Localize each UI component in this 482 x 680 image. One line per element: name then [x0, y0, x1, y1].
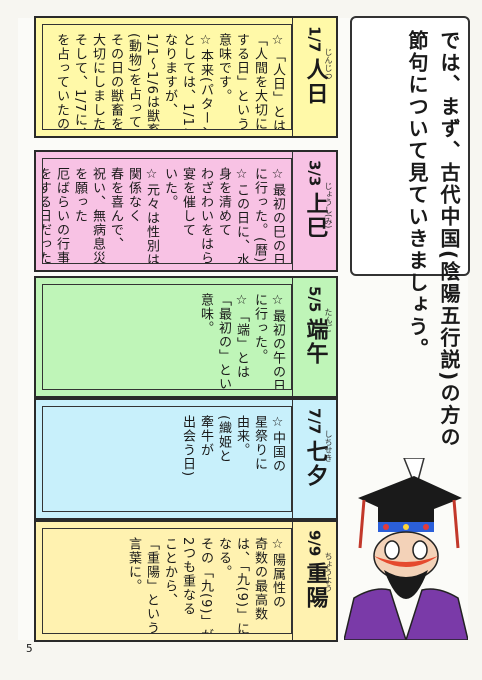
panel-reading: ちょうよう: [324, 552, 333, 592]
panel-reading: じんじつ: [324, 48, 333, 80]
panel-text: ☆「人日」とは 「人間を大切に する日」という 意味です。 ☆本来(パターン的)…: [42, 24, 292, 130]
narration-line: では、まず、古代中国(陰陽五行説)の方の: [437, 30, 461, 449]
text-line: 宴を催して: [180, 167, 195, 237]
text-line: に行った。: [252, 293, 267, 363]
panel-date: 3/3: [305, 160, 324, 187]
panel-chouyou: 9/9 重陽 ちょうよう ☆陽属性の 奇数の最高数 は、「九(9)」に なる。 …: [34, 520, 338, 642]
text-line: は、「九(9)」に: [234, 537, 249, 634]
face: [373, 531, 439, 581]
eye: [384, 540, 400, 560]
panel-date: 7/7: [305, 408, 324, 435]
hat-jewel: [383, 524, 389, 530]
hat-tassel: [358, 499, 366, 549]
narration-bubble: では、まず、古代中国(陰陽五行説)の方の 節句について見ていきましょう。: [350, 16, 470, 449]
panel-date: 1/7: [305, 26, 324, 53]
text-line: ことから、: [162, 537, 177, 607]
panel-header: 1/7 人日 じんじつ: [292, 18, 336, 136]
text-line: をする日だった。: [42, 167, 51, 264]
text-line: 関係なく: [126, 167, 141, 223]
panel-text: ☆中国の 星祭りに 由来。 (織姫と 牽牛が 出会う日): [42, 406, 292, 512]
text-line: いた。: [162, 167, 177, 209]
text-line: 意味。: [198, 293, 213, 335]
panel-header: 5/5 端午 たんご: [292, 278, 336, 396]
panel-reading: じょうし(み): [324, 182, 333, 229]
text-line: 出会う日): [180, 415, 195, 478]
hat-jewel: [423, 524, 429, 530]
panel-festival-name: 人日: [302, 58, 328, 107]
text-line: わざわいをはらう: [198, 167, 213, 264]
text-line: ☆「人日」とは: [270, 33, 285, 130]
text-line: 厄ばらいの行事: [54, 167, 69, 264]
text-line: 春を喜んで、: [108, 167, 123, 251]
text-line: 「重陽」という: [144, 537, 159, 634]
speech-tail: [403, 458, 425, 491]
beard: [384, 570, 428, 599]
text-line: を願った: [72, 167, 87, 223]
text-line: 言葉に。: [126, 537, 141, 593]
panel-header: 9/9 重陽 ちょうよう: [292, 522, 336, 640]
text-line: ☆この日に、水辺で: [234, 167, 249, 264]
text-line: なりますが、: [162, 33, 177, 117]
text-line: ☆元々は性別は: [144, 167, 159, 264]
robe: [344, 588, 407, 640]
text-line: そして、1/7に、人間: [72, 33, 87, 130]
panel-date: 5/5: [305, 286, 324, 313]
text-line: ☆中国の: [270, 415, 285, 473]
panel-festival-name: 上巳: [302, 192, 328, 241]
text-line: ☆本来(パターン的): [198, 33, 213, 130]
text-line: (動物)を占って、: [126, 33, 141, 130]
text-line: 由来。: [234, 415, 249, 457]
text-line: ☆最初の巳の日: [270, 167, 285, 264]
panel-festival-name: 重陽: [302, 562, 328, 611]
text-line: ☆「端」とは: [234, 293, 249, 379]
text-line: を占っていたので。: [54, 33, 69, 130]
text-line: 奇数の最高数: [252, 537, 267, 621]
narration-line: 節句について見ていきましょう。: [405, 30, 429, 360]
panel-jinjitsu: 1/7 人日 じんじつ ☆「人日」とは 「人間を大切に する日」という 意味です…: [34, 16, 338, 138]
text-line: 2つも重なる: [180, 537, 195, 617]
scholar-character-illustration: [344, 458, 468, 640]
robe: [405, 588, 468, 640]
hat-jewel: [403, 524, 409, 530]
text-line: に行った。(暦): [252, 167, 267, 264]
panel-header: 3/3 上巳 じょうし(み): [292, 152, 336, 270]
text-line: なる。: [216, 537, 231, 579]
text-line: 身を清めて: [216, 167, 231, 237]
panel-text: ☆陽属性の 奇数の最高数 は、「九(9)」に なる。 その「九(9)」が 2つも…: [42, 528, 292, 634]
text-line: としては、1/1に: [180, 33, 195, 130]
text-line: する日」という: [234, 33, 249, 130]
panel-joushi: 3/3 上巳 じょうし(み) ☆最初の巳の日 に行った。(暦) ☆この日に、水辺…: [34, 150, 338, 272]
eye: [412, 540, 428, 560]
text-line: ☆陽属性の: [270, 537, 285, 609]
text-line: 大切にしました。: [90, 33, 105, 130]
panel-text: ☆最初の巳の日 に行った。(暦) ☆この日に、水辺で 身を清めて わざわいをはら…: [42, 158, 292, 264]
hat-tassel: [452, 499, 460, 549]
text-line: その「九(9)」が: [198, 537, 213, 634]
page-number: 5: [26, 642, 33, 655]
text-line: 祝い、無病息災: [90, 167, 105, 264]
face-mark: [374, 556, 438, 567]
text-line: 牽牛が: [198, 415, 213, 457]
panel-reading: たんご: [324, 308, 333, 332]
text-line: 1/1～1/6は獣畜: [144, 33, 159, 130]
panel-reading: しちせき: [324, 430, 333, 462]
panel-festival-name: 端午: [302, 318, 328, 367]
panel-festival-name: 七夕: [302, 440, 328, 489]
panel-date: 9/9: [305, 530, 324, 557]
panel-tango: 5/5 端午 たんご ☆最初の午の日 に行った。 ☆「端」とは 「最初の」という…: [34, 276, 338, 398]
text-line: (織姫と: [216, 415, 231, 464]
text-line: 意味です。: [216, 33, 231, 103]
panel-shichiseki: 7/7 七夕 しちせき ☆中国の 星祭りに 由来。 (織姫と 牽牛が 出会う日): [34, 398, 338, 520]
text-line: 「人間を大切に: [252, 33, 267, 130]
panel-header: 7/7 七夕 しちせき: [292, 400, 336, 518]
text-line: 星祭りに: [252, 415, 267, 471]
text-line: ☆最初の午の日: [270, 293, 285, 390]
text-line: 「最初の」という: [216, 293, 231, 390]
panel-text: ☆最初の午の日 に行った。 ☆「端」とは 「最初の」という 意味。: [42, 284, 292, 390]
text-line: その日の獣畜を: [108, 33, 123, 130]
